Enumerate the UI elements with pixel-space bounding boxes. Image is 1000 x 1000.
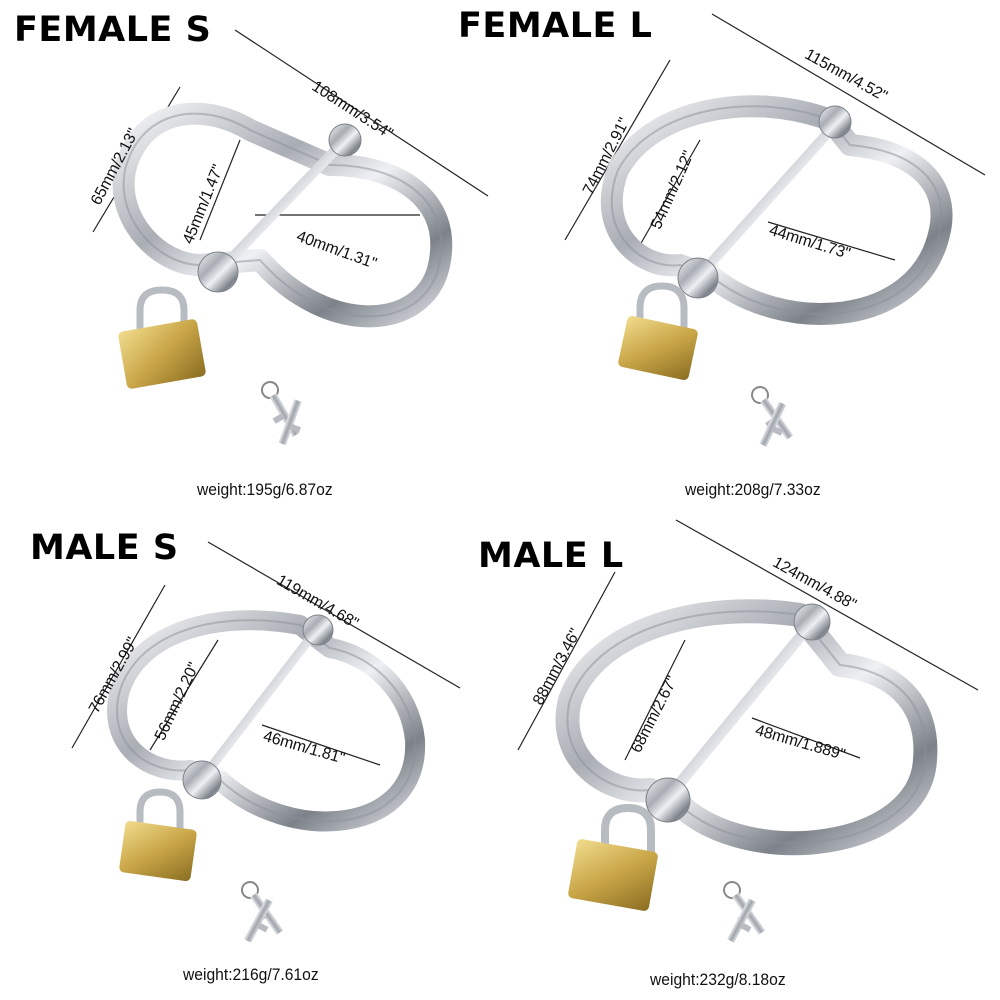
panel-male-l: MALE L 124mm/4.88" 88mm/3.46" 68mm/2.67"… bbox=[478, 500, 1000, 1000]
panel-female-l: FEMALE L 115mm/4.52" 74mm/2.91" 54mm/2.1… bbox=[458, 0, 1000, 500]
weight-label: weight:216g/7.61oz bbox=[183, 965, 319, 984]
weight-label: weight:208g/7.33oz bbox=[685, 480, 821, 499]
size-title: FEMALE L bbox=[458, 6, 653, 46]
weight-label: weight:195g/6.87oz bbox=[197, 480, 333, 499]
weight-label: weight:232g/8.18oz bbox=[650, 970, 786, 989]
handcuff-female-s-image bbox=[92, 29, 489, 446]
size-title: FEMALE S bbox=[14, 10, 212, 50]
panel-female-s: FEMALE S 108mm/3.54" 65mm/2.13" 45mm/1.4… bbox=[0, 0, 500, 500]
size-title: MALE L bbox=[478, 536, 624, 576]
panel-male-s: MALE S 119mm/4.68" 76mm/2.99" 56mm/2.20"… bbox=[0, 500, 500, 1000]
handcuff-male-s-image bbox=[71, 541, 461, 943]
handcuff-male-l-image bbox=[517, 519, 979, 943]
size-title: MALE S bbox=[30, 528, 179, 568]
handcuff-female-l-image bbox=[564, 13, 986, 447]
